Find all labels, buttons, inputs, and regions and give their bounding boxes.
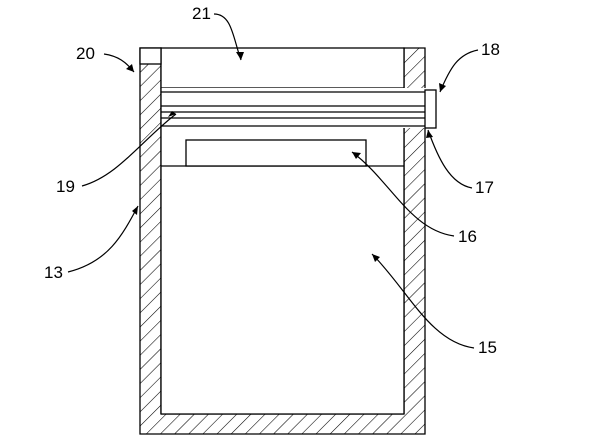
arrow-13 (132, 206, 138, 215)
arrow-18 (439, 83, 446, 92)
leader-16 (351, 151, 455, 237)
leader-17 (427, 129, 473, 189)
arrow-20 (126, 64, 134, 72)
arrow-16 (352, 152, 361, 159)
leader-13 (67, 205, 139, 273)
label-21: 21 (192, 4, 211, 23)
arrow-19 (168, 111, 176, 117)
reference-labels: 21 20 18 19 17 16 13 15 (44, 4, 500, 357)
label-20: 20 (76, 44, 95, 63)
inner-chamber (160, 128, 405, 415)
lid-top-panel (160, 47, 405, 89)
leader-18 (439, 49, 479, 93)
corner-notch (139, 47, 162, 65)
leader-15 (371, 253, 475, 349)
arrow-15 (372, 254, 380, 262)
label-19: 19 (56, 177, 75, 196)
label-15: 15 (478, 338, 497, 357)
arrow-17 (426, 130, 433, 138)
leader-19 (81, 113, 177, 187)
label-17: 17 (475, 178, 494, 197)
label-16: 16 (458, 227, 477, 246)
sliding-cover-rails (160, 88, 430, 128)
label-13: 13 (44, 263, 63, 282)
arrow-21 (236, 52, 244, 60)
label-18: 18 (481, 40, 500, 59)
inner-plate (185, 139, 367, 167)
side-handle (424, 89, 437, 129)
arrowheads (126, 52, 446, 262)
